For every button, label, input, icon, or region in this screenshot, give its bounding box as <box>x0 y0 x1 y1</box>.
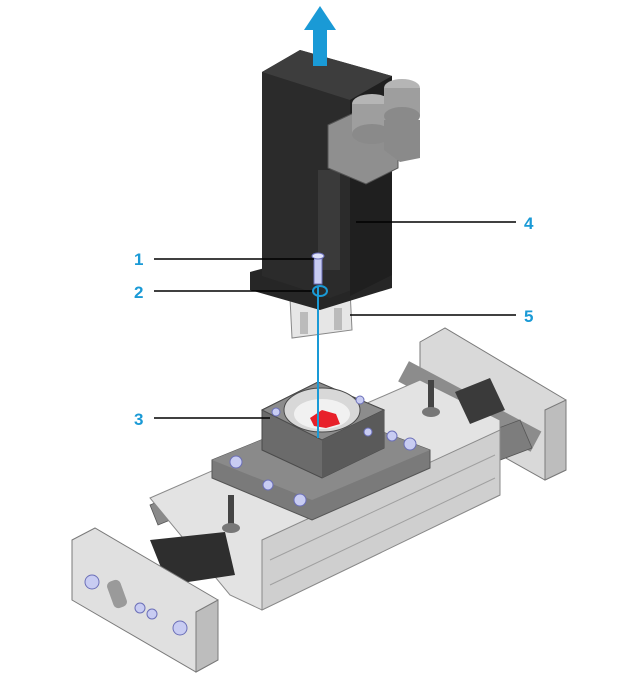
motor-connectors <box>327 79 420 185</box>
arrow-up-icon <box>304 6 336 66</box>
callout-label-5: 5 <box>524 307 533 326</box>
callout-label-3: 3 <box>134 410 143 429</box>
carriage-block-left <box>150 532 235 585</box>
callout-label-1: 1 <box>134 250 143 269</box>
callout-3: 3 <box>134 410 270 429</box>
screw <box>311 252 325 285</box>
callout-label-2: 2 <box>134 283 143 302</box>
carriage-block-right <box>455 378 505 424</box>
callout-5: 5 <box>350 307 533 326</box>
callout-2: 2 <box>134 283 312 302</box>
washer <box>312 285 328 297</box>
servo-motor <box>250 50 420 339</box>
adapter-flange <box>260 381 386 479</box>
callout-1: 1 <box>134 250 314 269</box>
callout-4: 4 <box>356 214 534 233</box>
callout-label-4: 4 <box>524 214 534 233</box>
